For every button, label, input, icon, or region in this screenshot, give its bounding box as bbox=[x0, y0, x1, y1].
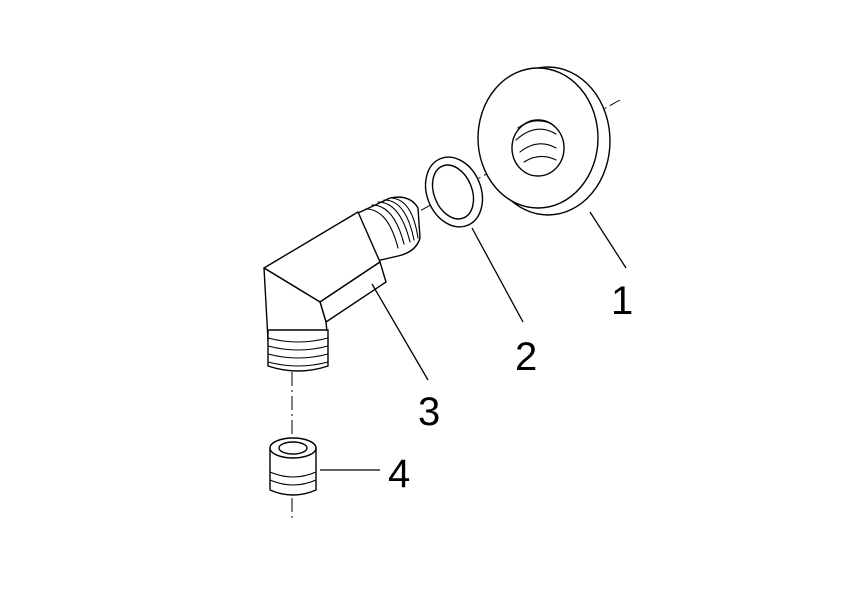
callout-3: 3 bbox=[418, 390, 440, 434]
part-4-bushing bbox=[269, 437, 317, 496]
part-3-elbow-connector bbox=[263, 196, 421, 372]
part-2-sealing-washer bbox=[424, 156, 484, 228]
callout-2: 2 bbox=[515, 335, 537, 379]
callout-1: 1 bbox=[611, 279, 633, 323]
leader-lines bbox=[320, 211, 627, 471]
callout-4: 4 bbox=[388, 452, 410, 496]
part-1-wall-flange bbox=[477, 66, 611, 216]
